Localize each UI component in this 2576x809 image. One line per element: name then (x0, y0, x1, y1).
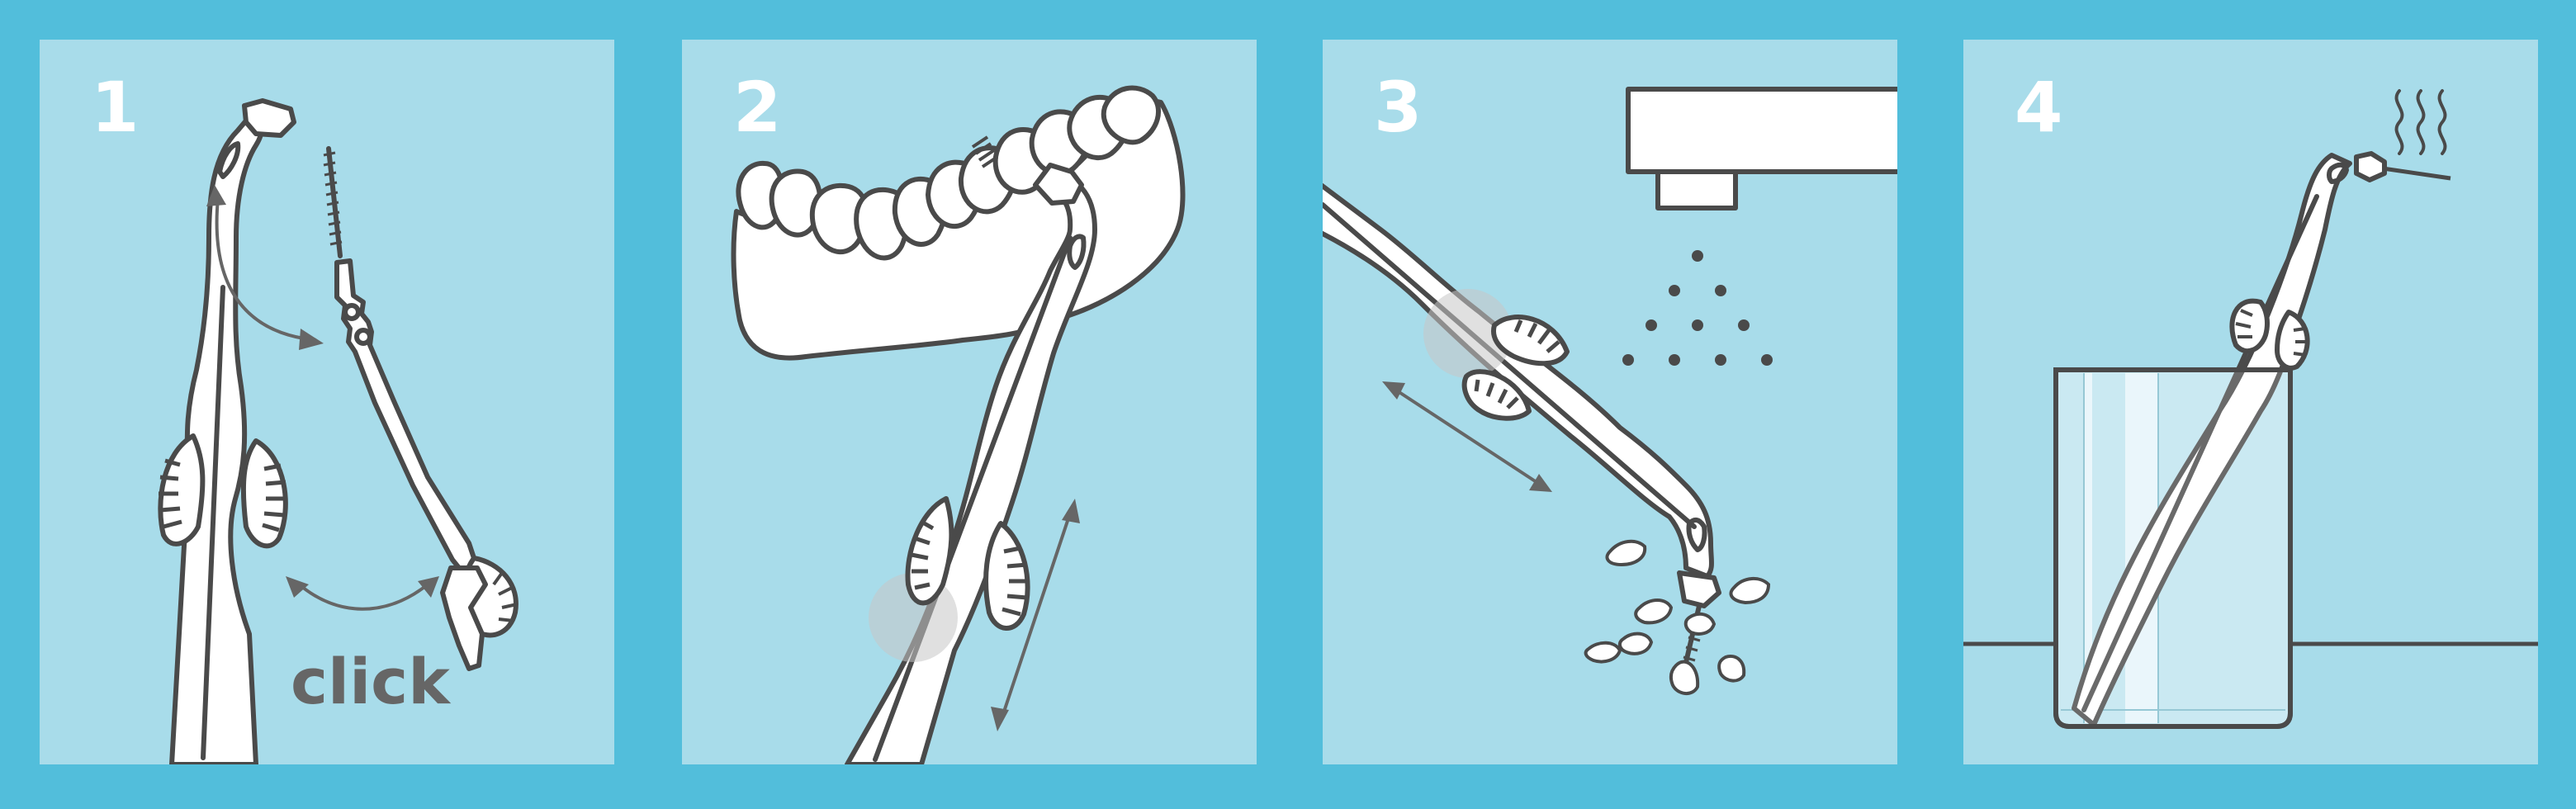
rinse-arrow (1382, 381, 1552, 492)
step-number: 3 (1374, 67, 1423, 148)
step-1-illustration (158, 98, 519, 764)
grip-left (2229, 298, 2270, 354)
grip-front (905, 496, 954, 606)
handle-tip (1677, 570, 1721, 608)
back-forth-arrow (991, 499, 1080, 731)
brush-attachment (323, 146, 519, 671)
handle-tip (1033, 163, 1084, 206)
grip-top (1491, 315, 1570, 367)
step-2-illustration (731, 85, 1186, 764)
interdental-brush (2382, 166, 2451, 181)
step-3-illustration (1323, 87, 1897, 695)
water-spray (1622, 250, 1773, 366)
step-number: 4 (2015, 67, 2063, 148)
step-2-panel: 2 (682, 40, 1257, 764)
step-number: 1 (91, 67, 140, 148)
attach-arrow (206, 185, 324, 350)
click-label: click (291, 645, 450, 718)
grip-bottom (1461, 369, 1532, 421)
steam-icon (2394, 89, 2447, 155)
grip-right (240, 438, 288, 549)
step-4-panel: 4 (1963, 40, 2538, 764)
step-number: 2 (733, 67, 782, 148)
handle-body (1323, 182, 1714, 579)
grip-back (983, 521, 1030, 631)
handle-tip (2354, 151, 2387, 182)
water-droplets (1584, 539, 1771, 695)
grip-right (2275, 310, 2310, 371)
rotate-arrow (286, 576, 439, 611)
teeth (736, 85, 1162, 261)
step-1-panel: 1 click (40, 40, 614, 764)
handle-tip (242, 98, 296, 138)
step-4-illustration (1963, 89, 2538, 729)
step-3-panel: 3 (1323, 40, 1897, 764)
faucet (1626, 87, 1897, 211)
grip-left (158, 433, 206, 546)
